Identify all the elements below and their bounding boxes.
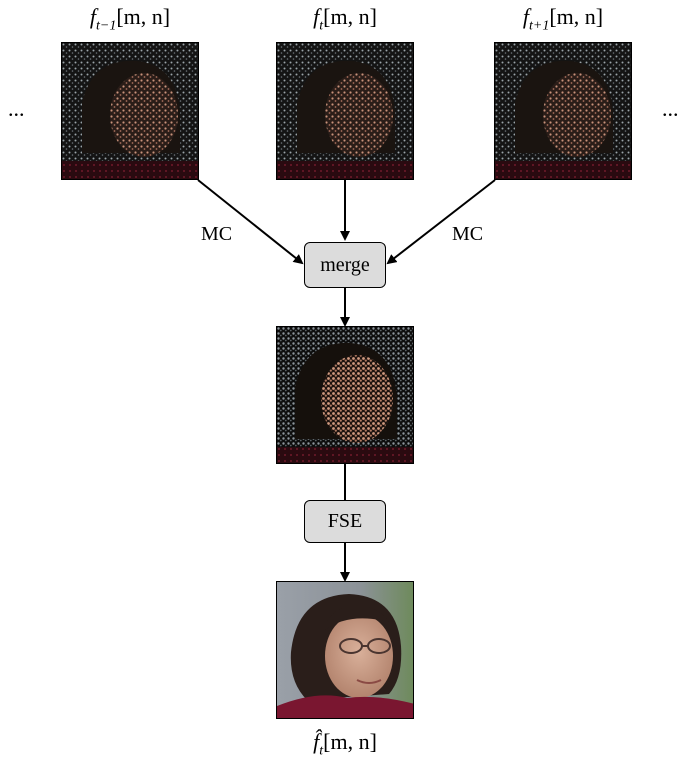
frame-merged-image bbox=[276, 326, 414, 464]
frame-curr-image bbox=[276, 42, 414, 180]
label-next-f: f bbox=[522, 4, 530, 29]
label-prev-sub: t−1 bbox=[96, 18, 117, 34]
label-curr-sub: t bbox=[319, 18, 324, 34]
label-output-frame: f̂t[m, n] bbox=[313, 729, 377, 759]
edge-label-mc-right: MC bbox=[452, 223, 484, 245]
arrow-next-to-merge bbox=[386, 179, 496, 265]
label-next-sub: t+1 bbox=[529, 18, 550, 34]
label-output-args: [m, n] bbox=[323, 729, 377, 754]
label-curr-frame: ft[m, n] bbox=[313, 4, 377, 34]
frame-output-image bbox=[276, 581, 414, 719]
label-curr-f: f bbox=[313, 4, 320, 29]
ellipsis-left: ... bbox=[8, 96, 25, 121]
label-curr-args: [m, n] bbox=[323, 4, 377, 29]
edge-label-mc-left: MC bbox=[201, 223, 233, 245]
ellipsis-right: ... bbox=[662, 96, 679, 121]
label-prev-frame: ft−1[m, n] bbox=[90, 4, 170, 34]
frame-prev-image bbox=[61, 42, 199, 180]
label-output-f: f̂ bbox=[313, 729, 320, 754]
label-prev-f: f bbox=[89, 4, 97, 29]
arrow-prev-to-merge bbox=[197, 179, 304, 265]
frame-next-image bbox=[494, 42, 632, 180]
label-next-frame: ft+1[m, n] bbox=[523, 4, 603, 34]
merge-block: merge bbox=[304, 242, 386, 288]
label-prev-args: [m, n] bbox=[116, 4, 171, 29]
fse-block: FSE bbox=[304, 500, 386, 543]
label-output-sub: t bbox=[319, 743, 324, 759]
label-next-args: [m, n] bbox=[549, 4, 604, 29]
